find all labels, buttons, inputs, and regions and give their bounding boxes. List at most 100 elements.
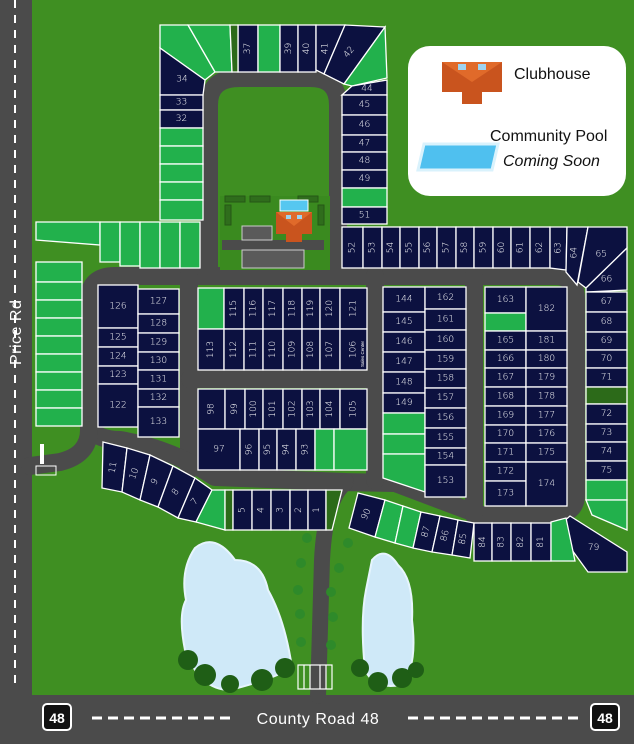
available-lot[interactable] — [333, 428, 368, 471]
lot-number: 68 — [601, 317, 612, 327]
parking-lot — [241, 249, 305, 269]
lot-number: 125 — [109, 333, 126, 343]
available-lot[interactable] — [35, 353, 83, 373]
lot-163[interactable] — [484, 286, 527, 314]
lot-127[interactable] — [137, 288, 180, 315]
available-lot[interactable] — [159, 127, 204, 147]
lot-153[interactable] — [424, 464, 467, 498]
available-lot[interactable] — [159, 24, 216, 81]
lot-121[interactable] — [339, 287, 368, 330]
lot-number: 127 — [150, 297, 167, 307]
lot-182[interactable] — [525, 286, 568, 332]
available-lot[interactable] — [35, 299, 83, 319]
available-lot[interactable] — [159, 221, 181, 269]
available-lot[interactable] — [99, 221, 121, 263]
available-lot[interactable] — [585, 479, 628, 501]
lot-number: 112 — [229, 341, 239, 358]
available-lot[interactable] — [382, 412, 426, 435]
available-lot[interactable] — [139, 221, 161, 269]
lot-173[interactable] — [484, 480, 527, 507]
available-lot[interactable] — [159, 163, 204, 183]
lot-51[interactable] — [341, 206, 388, 225]
available-lot[interactable] — [159, 181, 204, 201]
lot-number: 66 — [601, 275, 612, 285]
available-lot[interactable] — [159, 145, 204, 165]
available-lot[interactable] — [35, 281, 83, 301]
reserved-lot[interactable] — [585, 386, 628, 405]
lot-number: 166 — [497, 354, 514, 364]
legend-pool-label: Community Pool — [490, 128, 608, 145]
lot-64[interactable] — [565, 226, 589, 287]
lot-number: 55 — [405, 242, 415, 253]
lot-number: 102 — [288, 400, 298, 417]
available-lot[interactable] — [484, 312, 527, 332]
lot-number: 179 — [538, 373, 555, 383]
lot-number: 168 — [497, 392, 514, 402]
available-lot[interactable] — [35, 335, 83, 355]
available-lot[interactable] — [119, 221, 141, 267]
pool-icon — [279, 199, 309, 212]
lot-number: 84 — [478, 536, 488, 547]
lot-number: 154 — [437, 452, 454, 462]
lot-number: 156 — [437, 413, 454, 423]
reserved-lot[interactable] — [325, 489, 343, 531]
lot-133[interactable] — [137, 406, 180, 438]
lot-number: 176 — [538, 429, 555, 439]
available-lot[interactable] — [35, 407, 83, 427]
lot-number: 9 — [149, 477, 161, 487]
lot-number: 47 — [359, 139, 370, 149]
reserved-lot[interactable] — [224, 489, 234, 531]
route-number: 48 — [597, 710, 613, 726]
lot-144[interactable] — [382, 286, 426, 313]
lot-number: 48 — [359, 156, 370, 166]
lot-number: 98 — [207, 403, 217, 414]
lot-number: 73 — [601, 428, 612, 438]
available-lot[interactable] — [382, 433, 426, 455]
lot-113[interactable] — [197, 328, 225, 371]
available-lot[interactable] — [35, 371, 83, 391]
available-lot[interactable] — [197, 287, 225, 330]
lot-number: 39 — [284, 43, 294, 54]
available-lot[interactable] — [341, 187, 388, 208]
lot-106[interactable] — [339, 328, 368, 371]
available-lot[interactable] — [35, 221, 101, 246]
lot-number: 180 — [538, 354, 555, 364]
lot-number: 121 — [349, 300, 359, 317]
lot-105[interactable] — [339, 388, 368, 430]
lot-number: 7 — [190, 497, 201, 508]
lot-number: 53 — [368, 242, 378, 253]
lot-number: 33 — [176, 98, 187, 108]
available-lot[interactable] — [585, 499, 628, 531]
available-lot[interactable] — [179, 221, 201, 269]
reserved-lot[interactable] — [229, 24, 239, 73]
lot-number: 144 — [395, 295, 412, 305]
lot-number: 162 — [437, 293, 454, 303]
available-lot[interactable] — [35, 317, 83, 337]
lot-number: 165 — [497, 336, 514, 346]
available-lot[interactable] — [35, 261, 83, 283]
lot-97[interactable] — [197, 428, 241, 471]
available-lot[interactable] — [314, 428, 335, 471]
lot-number: 122 — [109, 401, 126, 411]
lot-number: 128 — [150, 319, 167, 329]
lot-number: 117 — [268, 300, 278, 317]
lot-number: 75 — [601, 466, 612, 476]
lot-number: 111 — [249, 341, 259, 358]
lot-122[interactable] — [97, 383, 139, 428]
pond-right — [361, 552, 415, 687]
lot-number: 170 — [497, 429, 514, 439]
available-lot[interactable] — [550, 517, 576, 562]
lot-number: 169 — [497, 411, 514, 421]
lot-number: 87 — [420, 525, 433, 539]
available-lot[interactable] — [257, 24, 281, 73]
lot-174[interactable] — [525, 461, 568, 507]
lot-number: 123 — [109, 370, 126, 380]
available-lot[interactable] — [35, 389, 83, 409]
lot-number: 96 — [245, 444, 255, 455]
lot-number: 41 — [320, 43, 330, 54]
lot-85[interactable] — [451, 519, 475, 559]
hedges — [224, 195, 325, 226]
available-lot[interactable] — [159, 199, 204, 221]
lot-number: 157 — [437, 393, 454, 403]
